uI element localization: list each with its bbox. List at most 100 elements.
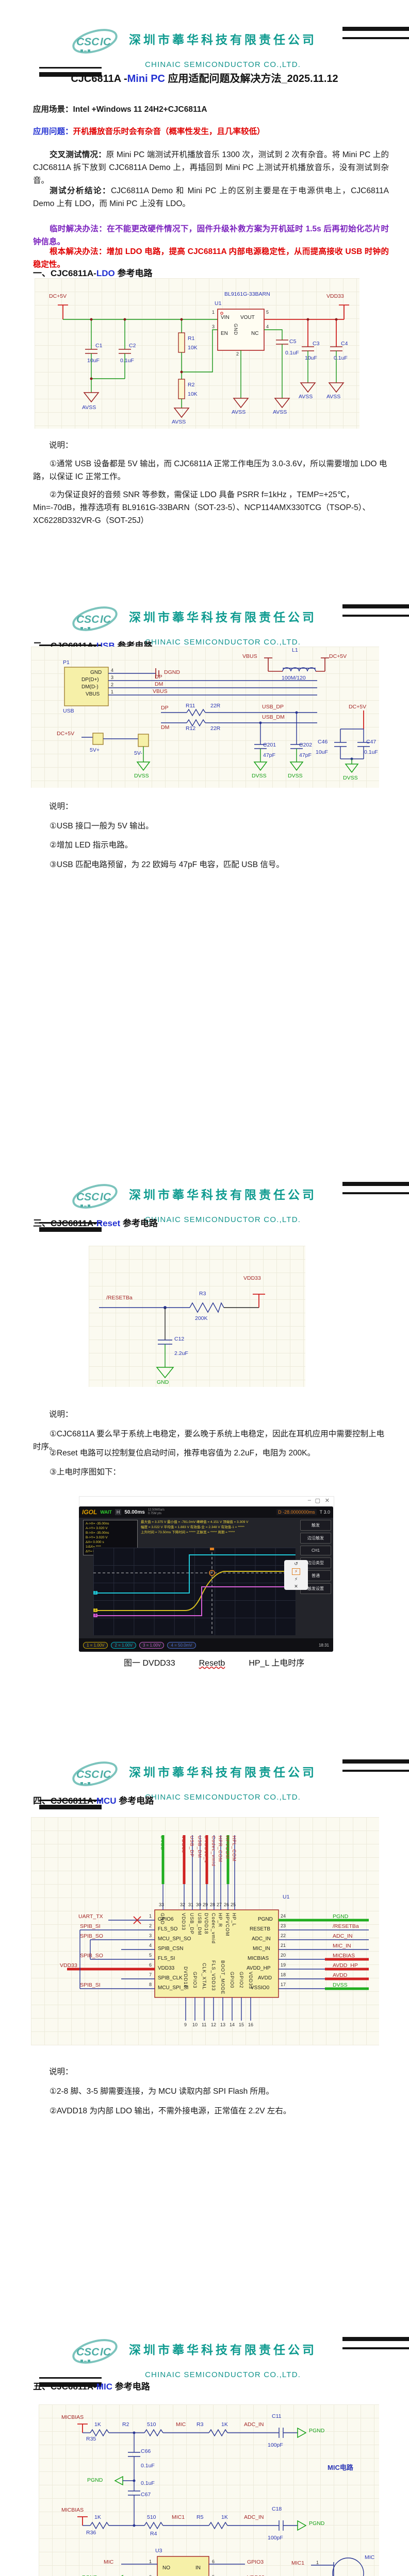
schematic-label: DVSS [343, 775, 358, 781]
schematic-label: USB_DM [262, 714, 285, 720]
schematic-label: 8 [149, 1982, 152, 1987]
note-item: ②增加 LED 指示电路。 [50, 841, 133, 850]
note-item: ②为保证良好的音频 SNR 等参数，需保证 LDO 具备 PSRR f=1kHz… [33, 490, 370, 525]
page-title: CJC6811A -Mini PC 应用适配问题及解决方法_2025.11.12 [71, 73, 338, 84]
schematic-label: DVDD18_1 [204, 1836, 209, 1863]
section-heading-1: 一、CJC6811A-LDO 参考电路 [33, 268, 153, 278]
svg-text:CSC: CSC [76, 2346, 100, 2358]
schematic-label: 10 [192, 2022, 198, 2027]
schematic-label: 47pF [299, 752, 312, 758]
schematic-label: AVSS [82, 404, 96, 411]
header-rule [39, 1800, 102, 1801]
schematic-label: 22 [281, 1933, 286, 1938]
header-rule [39, 1222, 102, 1224]
schematic-label: 0.1uF [141, 2480, 155, 2486]
schematic-label: DVDD18 [204, 1913, 209, 1935]
schematic-label: DP [155, 674, 162, 680]
schematic-label: C46 [318, 739, 328, 745]
schematic-label: VBUS [86, 691, 100, 697]
schematic-label: MIC_IN [333, 1943, 351, 1949]
scope-menu: 触发 边沿触发 CH1 边沿类型 普通 触发设置 [300, 1520, 331, 1594]
svg-text:CSC: CSC [76, 36, 100, 48]
header-rule [39, 2377, 102, 2379]
schematic-label: ADC_IN [252, 1936, 271, 1942]
schematic-label: 510 [147, 2514, 156, 2520]
schematic-label: PGND [82, 2575, 97, 2576]
schematic-label: DVSS [160, 1836, 165, 1851]
scope-clock: 18:31 [318, 1642, 329, 1648]
schematic-label: VBUS [153, 688, 168, 694]
schematic-label: AVDD [258, 1975, 272, 1981]
schematic-label: 15 [239, 2022, 244, 2027]
svg-text:CSC: CSC [76, 614, 100, 625]
schematic-label: DP [161, 705, 169, 711]
oscilloscope-screenshot: IGOL WAIT H 50.00ms 12.50MSa/s 0.75M pts… [79, 1506, 333, 1652]
schematic-label: 0.1uF [120, 358, 134, 364]
header-rule [342, 1759, 409, 1764]
schematic-label: HP_L [232, 1913, 237, 1927]
schematic-label: GPIO3 [247, 2559, 264, 2565]
schematic-label: 5 [266, 310, 269, 315]
schematic-label: FLS_VDD33 [211, 1960, 216, 1991]
company-name: 深圳市菶华科技有限责任公司 [129, 1188, 317, 1201]
schematic-label: DC+5V [329, 653, 347, 659]
schematic-label: AVSS [326, 394, 341, 400]
schematic-label: 17 [281, 1982, 286, 1987]
mic-circuit-drawing [77, 2424, 364, 2576]
schematic-label: MIC_IN [253, 1946, 270, 1952]
scope-h-label: H [114, 1509, 122, 1515]
header-rule [342, 2337, 409, 2341]
schematic-label: 16 [248, 2022, 254, 2027]
schematic-label: VIN [221, 315, 230, 320]
schematic-label: USB_DM [197, 1836, 202, 1858]
schematic-label: C202 [299, 742, 313, 748]
schematic-label: 2 [111, 682, 114, 687]
schematic-label: 100pF [268, 2535, 283, 2541]
schematic-label: USB_DP [189, 1913, 194, 1935]
company-name: 深圳市菶华科技有限责任公司 [129, 1766, 317, 1779]
schematic-label: 25 [231, 1902, 236, 1907]
schematic-label: 1K [94, 2514, 101, 2520]
schematic-label: VDD33 [60, 1962, 77, 1969]
schematic-label: DVSS [252, 773, 267, 779]
schematic-label: MCU_SPI_SO [158, 1936, 191, 1942]
schematic-label: 31 [188, 1902, 194, 1907]
schematic-label: 10uF [316, 749, 328, 755]
schematic-label: 5V- [134, 750, 142, 756]
schematic-label: 1 [149, 1913, 152, 1919]
scope-trigger-level: T 3.0 [319, 1510, 330, 1515]
schematic-label: USB_DP [262, 704, 284, 710]
schematic-label: 33 [159, 1902, 165, 1907]
schematic-label: VOUT [240, 315, 255, 320]
svg-text:IC: IC [100, 36, 111, 48]
schematic-label: AVDD [333, 1972, 348, 1978]
root-solution-paragraph: 根本解决办法：增加 LDO 电路，提高 CJC6811A 内部电源稳定性，从而提… [33, 247, 389, 269]
header-rule [39, 1805, 102, 1809]
schematic-label: DVSS [134, 773, 149, 779]
schematic-label: VDD33 [158, 1965, 175, 1971]
scope-traces-drawing [93, 1548, 296, 1635]
schematic-label: VBUS [242, 653, 257, 659]
schematic-label: DGND [164, 669, 180, 675]
schematic-label: U3 [155, 2548, 162, 2554]
company-name: 深圳市菶华科技有限责任公司 [129, 611, 317, 624]
schematic-label: 29 [203, 1902, 208, 1907]
scope-samplerate: 12.50MSa/s 0.75M pts [148, 1509, 165, 1515]
schematic-label: C47 [366, 739, 377, 745]
schematic-label: C12 [174, 1336, 185, 1342]
schematic-label: 11 [202, 2022, 207, 2027]
schematic-label: 18 [281, 1972, 286, 1977]
schematic-label: HPVCOM [225, 1836, 230, 1859]
schematic-label: 2.2uF [174, 1350, 188, 1357]
schematic-label: 0.1uF [285, 350, 299, 356]
schematic-label: 4 [266, 324, 269, 329]
schematic-label: 30 [196, 1902, 202, 1907]
schematic-label: GPIO3 [192, 1972, 198, 1989]
schematic-label: C3 [313, 341, 320, 347]
schematic-label: MICBIAS [248, 1956, 269, 1961]
scope-measurements: 最大值 = 3.375 V 最小值 = -781.0mV 峰峰值 = 4.151… [141, 1520, 249, 1534]
